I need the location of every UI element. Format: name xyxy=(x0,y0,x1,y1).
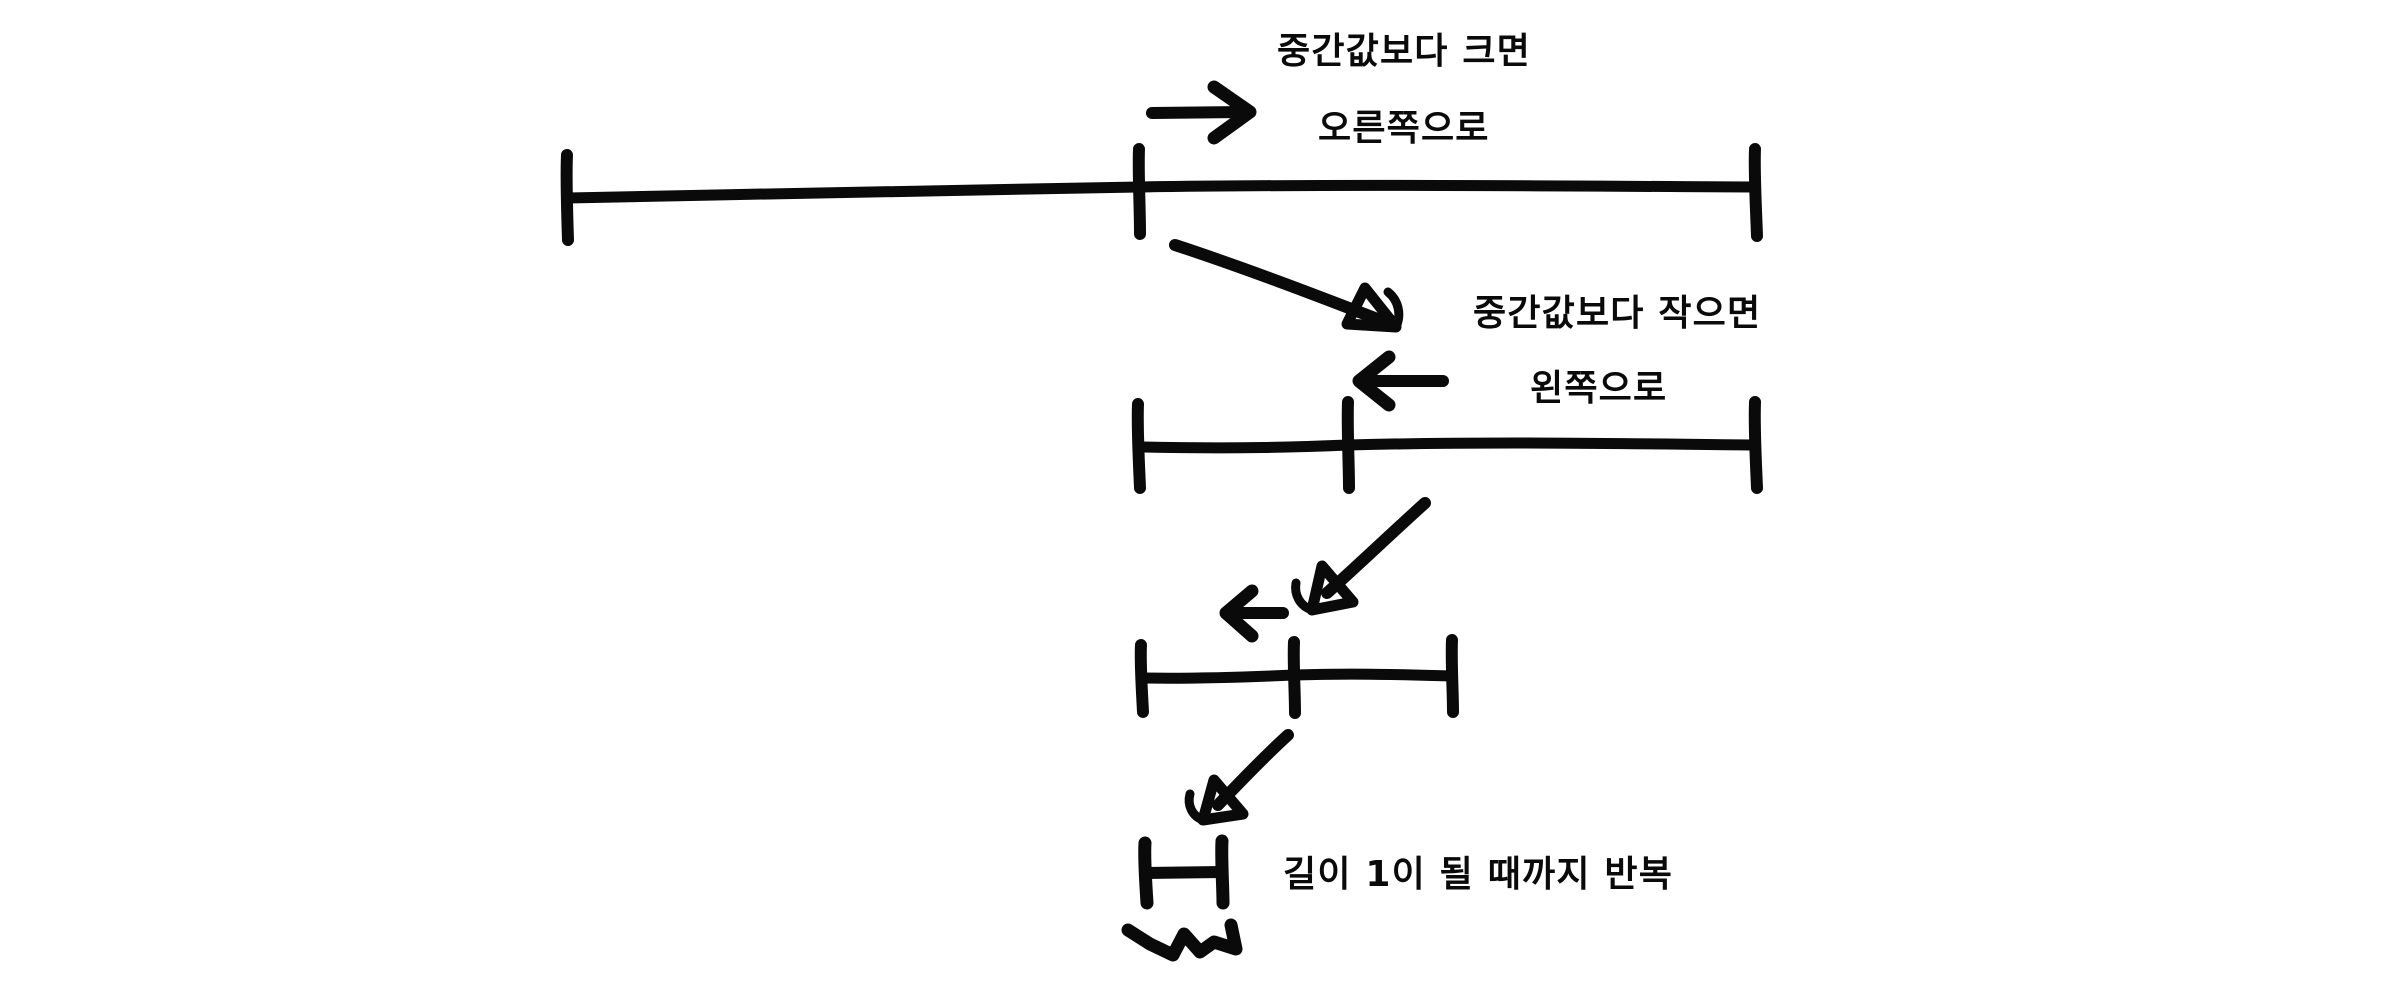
label-left-branch: 중간값보다 작으면 왼쪽으로 xyxy=(1473,293,1761,409)
segment-2-left-tick xyxy=(1131,398,1146,494)
descend-2-head-flick xyxy=(1291,578,1317,615)
segment-row-3 xyxy=(1134,634,1459,719)
label-right-branch: 중간값보다 크면 오른쪽으로 xyxy=(1277,31,1531,149)
label-terminate-line1: 길이 1이 될 때까지 반복 xyxy=(1283,854,1673,895)
arrow-right-head xyxy=(1207,80,1257,145)
segment-2-right-tick xyxy=(1748,396,1763,494)
segment-4-right-tick xyxy=(1215,834,1230,910)
segment-1-right-tick xyxy=(1748,143,1763,242)
arrow-right-icon xyxy=(1146,80,1257,145)
segment-row-1 xyxy=(560,143,1763,246)
descend-2-shaft xyxy=(1321,497,1431,599)
label-left-branch-line2: 왼쪽으로 xyxy=(1530,368,1667,409)
segment-1-mid-tick xyxy=(1132,143,1146,240)
diagonal-arrow-down-left-icon-3 xyxy=(1184,729,1294,826)
segment-3-left-tick xyxy=(1134,639,1149,718)
segment-4-left-tick xyxy=(1138,836,1154,910)
arrow-right-shaft xyxy=(1146,106,1249,119)
segment-2-bar xyxy=(1134,437,1758,454)
diagonal-arrow-down-left-icon-2 xyxy=(1291,497,1431,616)
segment-3-right-tick xyxy=(1445,634,1459,718)
segment-2-mid-tick xyxy=(1341,396,1355,494)
arrow-left-2-head xyxy=(1219,584,1259,643)
zigzag-brace-icon xyxy=(1121,918,1243,962)
descend-1-head xyxy=(1341,282,1402,333)
descend-1-head-flick xyxy=(1383,287,1404,332)
segment-4-bar xyxy=(1139,866,1228,879)
label-left-branch-line1: 중간값보다 작으면 xyxy=(1473,293,1761,334)
descend-3-head-flick xyxy=(1184,789,1208,825)
arrow-left-icon-1 xyxy=(1352,350,1449,412)
segment-1-left-tick xyxy=(560,149,574,246)
segment-row-2 xyxy=(1131,396,1763,494)
diagonal-arrow-down-right-icon xyxy=(1169,239,1404,333)
segment-3-mid-tick xyxy=(1287,636,1301,719)
label-right-branch-line2: 오른쪽으로 xyxy=(1318,108,1490,149)
arrow-left-icon-2 xyxy=(1219,584,1289,643)
descend-2-head xyxy=(1306,560,1359,616)
arrow-left-1-head xyxy=(1352,350,1396,412)
label-right-branch-line1: 중간값보다 크면 xyxy=(1277,31,1531,72)
segment-row-4 xyxy=(1121,834,1243,962)
segment-1-bar xyxy=(562,179,1758,204)
label-terminate: 길이 1이 될 때까지 반복 xyxy=(1283,854,1673,895)
descend-3-head xyxy=(1197,774,1249,826)
